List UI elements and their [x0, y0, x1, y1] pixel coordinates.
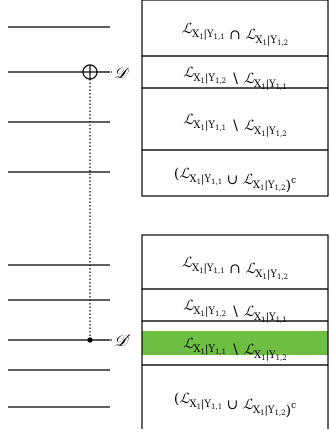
set-expression: (ℒX1|Y1,1 ∪ ℒX1|Y1,2)c	[174, 391, 296, 419]
partition-cell: ℒX1|Y1,2 ∖ ℒX1|Y1,1	[141, 288, 329, 324]
set-expression: ℒX1|Y1,2 ∖ ℒX1|Y1,1	[183, 298, 286, 324]
partition-cell: ℒX1|Y1,1 ∩ ℒX1|Y1,2	[141, 0, 329, 57]
partition-cell: ℒX1|Y1,1 ∖ ℒX1|Y1,2	[141, 87, 329, 151]
marker-d-prime: 𝒟′	[114, 331, 131, 350]
partition-cell: ℒX1|Y1,1 ∖ ℒX1|Y1,2	[141, 320, 329, 366]
circuit-wires	[8, 26, 110, 408]
control-dot-icon	[87, 337, 93, 343]
set-expression: ℒX1|Y1,2 ∖ ℒX1|Y1,1	[183, 65, 286, 91]
highlight-band	[142, 331, 328, 355]
marker-d: 𝒟	[114, 63, 130, 82]
partition-cell: (ℒX1|Y1,1 ∪ ℒX1|Y1,2)c	[141, 364, 329, 432]
partition-cell: ℒX1|Y1,1 ∩ ℒX1|Y1,2	[141, 234, 329, 290]
partition-cell: (ℒX1|Y1,1 ∪ ℒX1|Y1,2)c	[141, 149, 329, 197]
set-expression: (ℒX1|Y1,1 ∪ ℒX1|Y1,2)c	[174, 166, 296, 194]
partition-cell: ℒX1|Y1,2 ∖ ℒX1|Y1,1	[141, 55, 329, 91]
set-expression: ℒX1|Y1,1 ∩ ℒX1|Y1,2	[182, 21, 288, 47]
set-expression: ℒX1|Y1,1 ∩ ℒX1|Y1,2	[182, 255, 288, 281]
set-expression: ℒX1|Y1,1 ∖ ℒX1|Y1,2	[183, 336, 286, 362]
xor-target-icon	[82, 64, 98, 80]
set-expression: ℒX1|Y1,1 ∖ ℒX1|Y1,2	[183, 112, 286, 138]
